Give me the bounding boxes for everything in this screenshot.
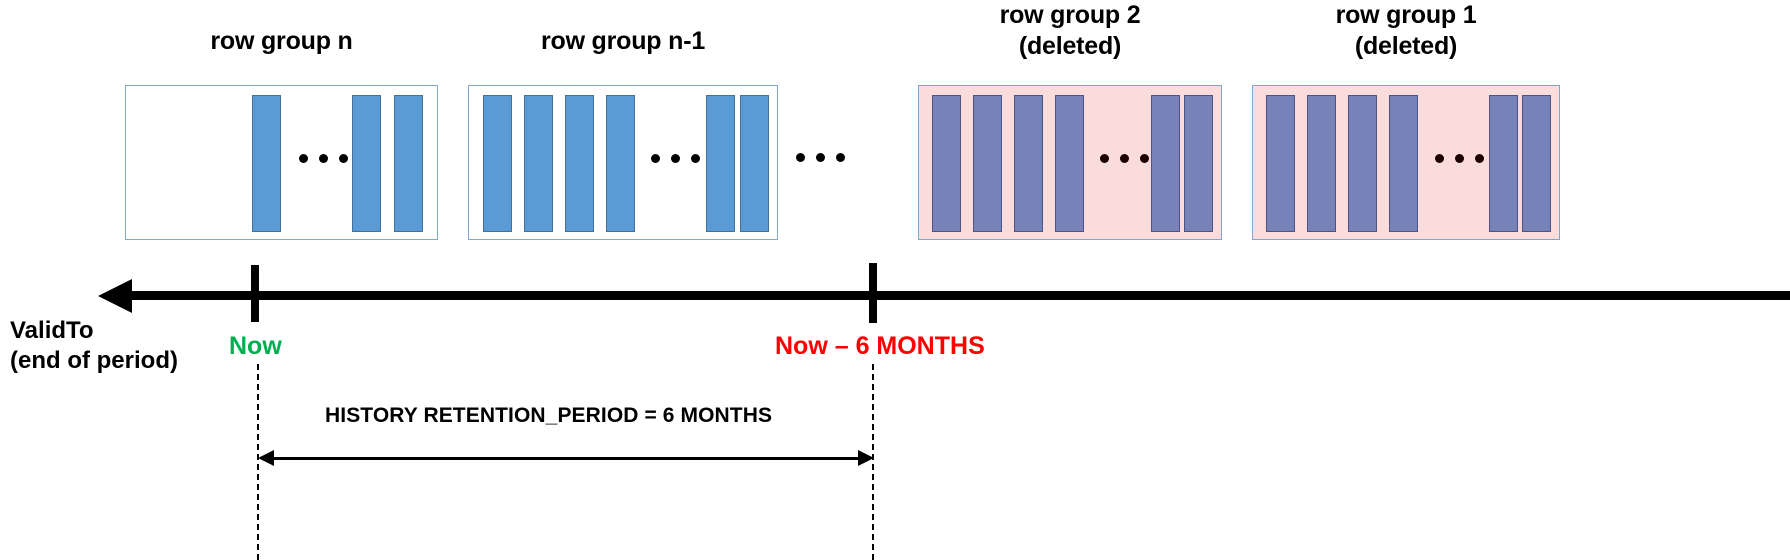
row-group-1-bar-6 — [1522, 95, 1551, 232]
row-group-2-bar-5 — [1151, 95, 1180, 232]
between-groups-ellipsis-icon — [796, 153, 845, 162]
row-group-2-bar-6 — [1184, 95, 1213, 232]
row-group-n-1-ellipsis-icon — [651, 154, 700, 163]
row-group-2-bar-3 — [1014, 95, 1043, 232]
retention-period-label: HISTORY RETENTION_PERIOD = 6 MONTHS — [325, 404, 773, 427]
timeline-tick-now — [251, 265, 259, 322]
row-group-n-1-bar-5 — [706, 95, 735, 232]
row-group-n-1-title: row group n-1 — [540, 27, 706, 55]
tick-label-now: Now — [229, 332, 282, 360]
row-group-n-box — [125, 85, 438, 240]
row-group-n-title: row group n — [210, 27, 353, 55]
timeline-tick-now-minus-6-months — [869, 263, 877, 323]
row-group-2-bar-2 — [973, 95, 1002, 232]
row-group-1-bar-1 — [1266, 95, 1295, 232]
row-group-1-title: row group 1 (deleted) — [1335, 1, 1477, 60]
row-group-n-ellipsis-icon — [299, 154, 348, 163]
row-group-n-1-bar-3 — [565, 95, 594, 232]
tick-label-now-minus-6-months: Now – 6 MONTHS — [775, 332, 985, 360]
row-group-n-1-bar-6 — [740, 95, 769, 232]
retention-arrowhead-left-icon — [258, 450, 274, 466]
row-group-1-ellipsis-icon — [1435, 154, 1484, 163]
retention-measure-line — [272, 457, 860, 460]
row-group-1-bar-3 — [1348, 95, 1377, 232]
timeline-axis-line — [130, 291, 1790, 300]
row-group-n-1-bar-1 — [483, 95, 512, 232]
axis-label-validto: ValidTo (end of period) — [10, 317, 178, 374]
row-group-n-bar-2 — [352, 95, 381, 232]
row-group-2-ellipsis-icon — [1100, 154, 1149, 163]
row-group-2-title: row group 2 (deleted) — [999, 1, 1141, 60]
row-group-n-1-bar-2 — [524, 95, 553, 232]
row-group-1-bar-2 — [1307, 95, 1336, 232]
row-group-1-bar-5 — [1489, 95, 1518, 232]
row-group-2-bar-1 — [932, 95, 961, 232]
row-group-1-box — [1252, 85, 1560, 240]
row-group-2-bar-4 — [1055, 95, 1084, 232]
row-group-2-box — [918, 85, 1222, 240]
retention-arrowhead-right-icon — [858, 450, 874, 466]
timeline-arrowhead-icon — [98, 279, 132, 313]
row-group-1-bar-4 — [1389, 95, 1418, 232]
row-group-n-1-box — [468, 85, 778, 240]
row-group-n-1-bar-4 — [606, 95, 635, 232]
row-group-n-bar-1 — [252, 95, 281, 232]
row-group-n-bar-3 — [394, 95, 423, 232]
